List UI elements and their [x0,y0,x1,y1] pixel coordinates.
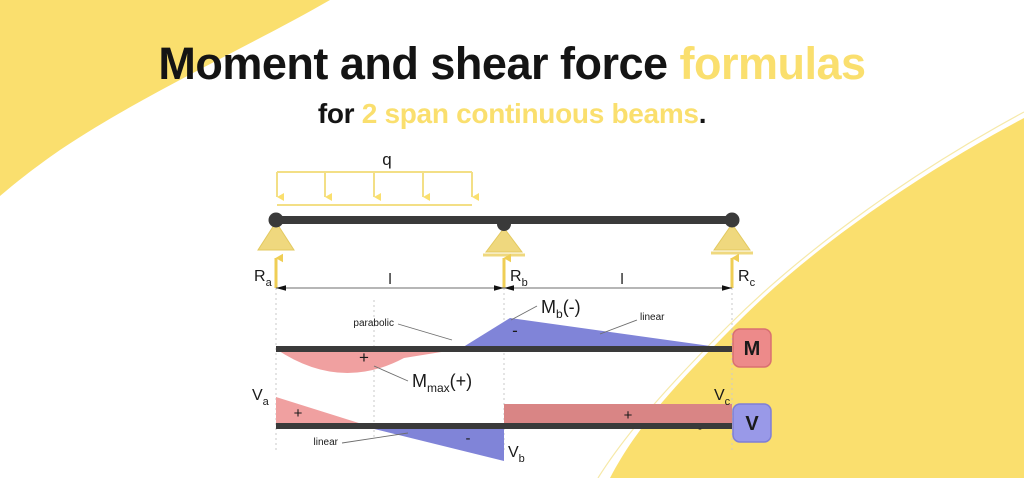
reaction-label-c: Rc [738,268,756,289]
page-title-line2: for 2 span continuous beams. [0,99,1024,128]
shear-label-b: Vb [508,444,525,465]
moment-annotation-parabolic: parabolic [353,318,394,329]
shear-right-negative-sign: - [698,423,702,435]
shear-label-a: Va [252,387,270,408]
reaction-label-a-sub: a [266,277,273,289]
moment-negative-area [460,318,732,349]
reaction-label-a-main: R [254,268,266,285]
support-a-node [268,212,284,228]
reaction-label-c-main: R [738,268,750,285]
shear-label-a-sub: a [263,396,270,408]
moment-label-max-main: M [412,371,427,391]
shear-positive-left-area [276,397,362,424]
reactions-group: Ra Rb Rc [254,253,756,289]
shear-badge-label: V [745,413,759,435]
moment-label-b-main: M [541,297,556,317]
subtitle-text-yellow: 2 span continuous beams [361,98,699,130]
shear-positive-left-sign: + [294,405,303,422]
support-b-node [497,217,511,231]
reaction-label-a: Ra [254,268,273,289]
moment-positive-area [276,349,460,374]
dimension-label-left: l [388,271,391,288]
moment-label-max: Mmax(+) [412,371,472,395]
shear-badge[interactable]: V [732,403,772,443]
beam-group [257,212,753,257]
moment-badge-label: M [744,338,761,360]
reaction-label-b-main: R [510,268,522,285]
reaction-label-b: Rb [510,268,528,289]
moment-leader-max [373,365,409,382]
distributed-load-group: q [276,150,479,206]
shear-negative-area [362,426,504,461]
moment-annotation-linear: linear [640,312,665,323]
shear-label-b-sub: b [519,453,525,465]
shear-label-b-main: V [508,444,519,461]
moment-label-b: Mb(-) [541,297,581,321]
subtitle-period: . [698,98,707,130]
moment-label-b-suffix: (-) [563,297,581,317]
shear-label-c-sub: c [725,396,731,408]
title-text-yellow: formulas [679,38,867,89]
page-title-line1: Moment and shear force formulas [0,40,1024,87]
moment-badge[interactable]: M [732,328,772,368]
moment-leader-b [510,305,538,321]
moment-leader-parabolic [397,323,453,341]
shear-leader-linear [341,432,409,444]
shear-label-c-main: V [714,387,725,404]
support-c-triangle [713,223,751,251]
shear-annotation-linear: linear [314,437,339,448]
moment-diagram: + - parabolic linear Mb(-) Mmax(+) M [276,297,772,395]
load-label-q: q [382,150,391,169]
support-b-triangle [485,227,523,253]
shear-negative-sign: - [466,430,471,447]
reaction-label-b-sub: b [522,277,528,289]
support-b [483,217,525,257]
moment-label-b-sub: b [556,307,563,321]
shear-diagram: + - + - linear Va Vb Vc V [252,387,772,465]
reaction-label-c-sub: c [750,277,756,289]
moment-negative-sign: - [512,321,518,340]
moment-label-max-suffix: (+) [450,371,473,391]
moment-leader-linear [599,319,638,335]
title-block: Moment and shear force formulas for 2 sp… [0,40,1024,129]
shear-label-a-main: V [252,387,263,404]
shear-positive-right-sign: + [624,407,633,424]
title-text-black: Moment and shear force [158,38,680,89]
load-arrows [276,172,479,201]
moment-positive-sign: + [359,348,369,367]
support-c-node [724,212,740,228]
moment-label-max-sub: max [427,381,450,395]
shear-positive-right-area [504,404,732,425]
subtitle-text-black: for [317,98,362,130]
support-a-triangle [257,221,295,251]
dimension-label-right: l [620,271,623,288]
